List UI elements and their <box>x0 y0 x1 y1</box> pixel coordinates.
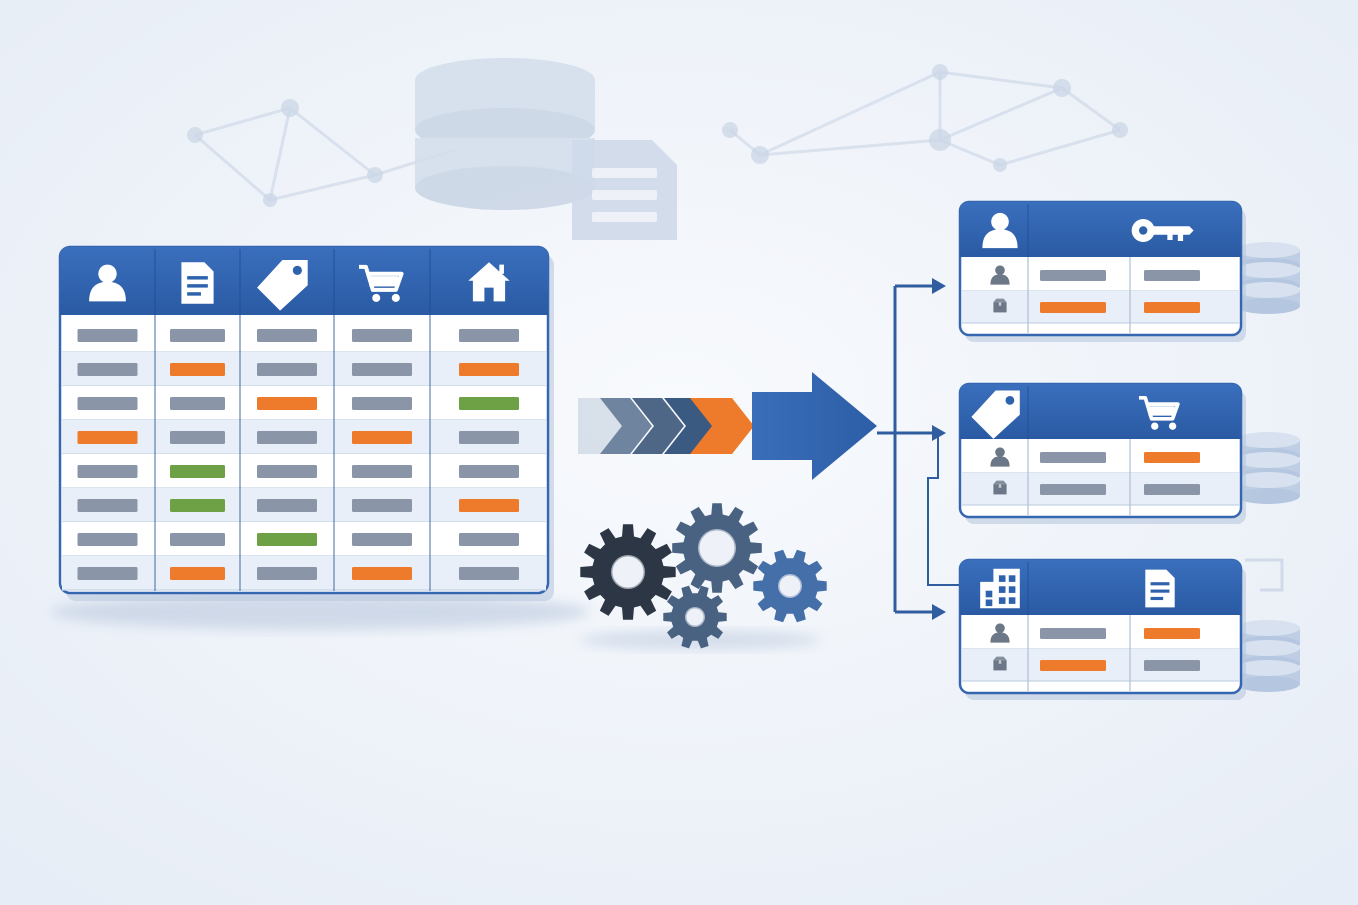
source-cell-bar <box>170 363 225 376</box>
source-cell-bar <box>352 397 412 410</box>
source-cell-bar <box>77 465 138 478</box>
target-database-icon <box>1236 242 1300 314</box>
target-cell-bar <box>1144 270 1200 281</box>
source-cell-bar <box>170 499 225 512</box>
tag-icon <box>971 390 1020 439</box>
target-cell-bar <box>1144 660 1200 671</box>
tag-icon <box>257 260 308 311</box>
source-cell-bar <box>257 465 317 478</box>
user-icon <box>89 264 126 302</box>
source-cell-bar <box>77 567 138 580</box>
source-cell-bar <box>352 329 412 342</box>
source-cell-bar <box>459 363 519 376</box>
target-cell-bar <box>1040 270 1106 281</box>
target-cell-bar <box>1144 452 1200 463</box>
source-cell-bar <box>257 397 317 410</box>
background-document-icon <box>572 140 677 240</box>
background-database-icon <box>415 58 595 210</box>
source-cell-bar <box>352 499 412 512</box>
source-cell-bar <box>459 397 519 410</box>
source-cell-bar <box>257 363 317 376</box>
target-cell-bar <box>1040 660 1106 671</box>
box-icon <box>993 480 1007 495</box>
source-cell-bar <box>170 567 225 580</box>
connector-lines <box>877 278 1284 620</box>
source-cell-bar <box>352 567 412 580</box>
target-database-icon <box>1236 432 1300 504</box>
source-cell-bar <box>459 533 519 546</box>
source-cell-bar <box>77 533 138 546</box>
source-cell-bar <box>257 499 317 512</box>
source-cell-bar <box>257 567 317 580</box>
document-icon <box>1145 569 1175 608</box>
flow-arrow <box>752 372 877 480</box>
target-tables <box>958 200 1300 700</box>
gear-mid-icon <box>672 503 762 593</box>
source-table <box>58 245 554 601</box>
user-icon <box>982 212 1018 249</box>
box-icon <box>993 656 1007 671</box>
target-cell-bar <box>1040 628 1106 639</box>
source-cell-bar <box>170 329 225 342</box>
target-table-1 <box>958 200 1300 342</box>
source-table-shadow <box>50 594 590 630</box>
target-database-icon <box>1236 620 1300 692</box>
connector-to-table-3-head <box>932 604 946 620</box>
target-cell-bar <box>1144 484 1200 495</box>
cart-icon <box>359 264 404 302</box>
house-icon <box>468 262 510 302</box>
source-cell-bar <box>352 465 412 478</box>
source-cell-bar <box>77 397 138 410</box>
transform-flow <box>578 372 877 480</box>
source-cell-bar <box>459 567 519 580</box>
user-icon <box>990 265 1010 285</box>
gear-small-icon <box>663 585 727 649</box>
flow-chevron <box>632 398 684 454</box>
source-cell-bar <box>170 397 225 410</box>
user-icon <box>990 623 1010 643</box>
connector-relation-line <box>927 433 960 586</box>
target-cell-bar <box>1040 484 1106 495</box>
connector-faint-link <box>1245 558 1284 592</box>
source-cell-bar <box>459 465 519 478</box>
flow-chevron-orange <box>690 398 754 454</box>
target-cell-bar <box>1144 302 1200 313</box>
target-cell-bar <box>1040 302 1106 313</box>
source-cell-bar <box>352 431 412 444</box>
key-icon <box>1131 218 1194 243</box>
box-icon <box>993 298 1007 313</box>
source-cell-bar <box>257 533 317 546</box>
source-cell-bar <box>352 363 412 376</box>
gear-blue-icon <box>753 549 827 623</box>
source-cell-bar <box>257 431 317 444</box>
source-cell-bar <box>459 499 519 512</box>
connector-to-table-1-head <box>932 278 946 294</box>
source-cell-bar <box>77 499 138 512</box>
source-cell-bar <box>459 431 519 444</box>
source-cell-bar <box>170 431 225 444</box>
target-table-3 <box>958 558 1300 700</box>
target-table-2 <box>958 382 1300 524</box>
user-icon <box>990 447 1010 467</box>
target-table-header <box>960 202 1241 257</box>
source-cell-bar <box>77 363 138 376</box>
source-cell-bar <box>170 465 225 478</box>
document-icon <box>181 262 214 304</box>
source-cell-bar <box>352 533 412 546</box>
target-cell-bar <box>1040 452 1106 463</box>
gear-group <box>580 503 827 650</box>
source-cell-bar <box>459 329 519 342</box>
source-cell-bar <box>77 431 138 444</box>
background-network-nodes <box>187 64 1128 207</box>
gear-large-dark-icon <box>580 524 676 620</box>
target-cell-bar <box>1144 628 1200 639</box>
flow-chevron <box>600 398 652 454</box>
source-cell-bar <box>77 329 138 342</box>
source-cell-bar <box>257 329 317 342</box>
building-icon <box>980 568 1020 609</box>
cart-icon <box>1139 395 1180 430</box>
source-cell-bar <box>170 533 225 546</box>
